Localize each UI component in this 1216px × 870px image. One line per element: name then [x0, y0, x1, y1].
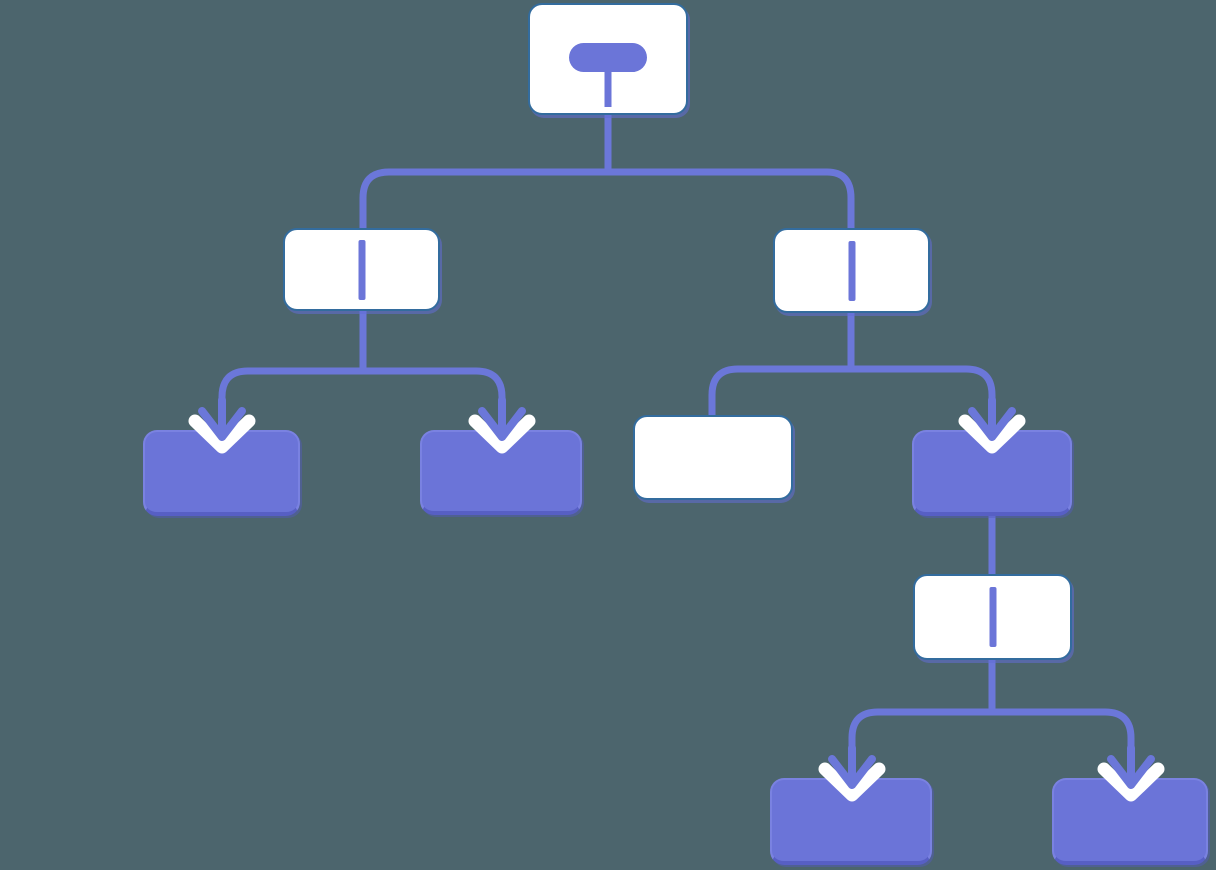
node-leaf-white[interactable]: [633, 415, 793, 500]
vertical-bar-icon: [848, 240, 855, 301]
node-root[interactable]: [528, 3, 688, 115]
node-leaf-left-a[interactable]: [143, 430, 300, 516]
vertical-bar-icon: [989, 587, 996, 647]
pill-stem-icon: [604, 70, 612, 107]
node-branch-right[interactable]: [773, 228, 930, 313]
node-branch-left[interactable]: [283, 228, 440, 311]
pill-topic-icon: [569, 43, 647, 72]
edge-bus-left-fork: [218, 367, 506, 406]
node-leaf-bottom-a[interactable]: [770, 778, 932, 865]
edge-bus-right-fork: [708, 365, 996, 415]
node-leaf-left-b[interactable]: [420, 430, 582, 515]
edge-bus-lower-fork: [848, 708, 1135, 754]
node-leaf-bottom-b[interactable]: [1052, 778, 1208, 865]
vertical-bar-icon: [358, 239, 365, 300]
node-branch-lower[interactable]: [913, 574, 1072, 660]
edge-bus-level1: [359, 168, 855, 228]
node-mid-purple[interactable]: [912, 430, 1072, 516]
